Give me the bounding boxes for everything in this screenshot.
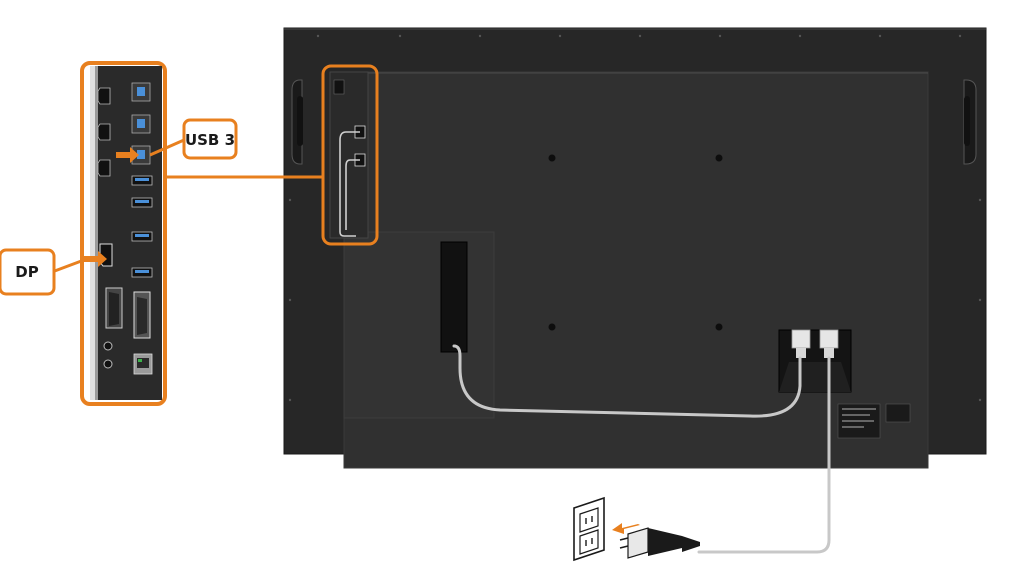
dp-callout: DP	[0, 248, 107, 296]
power-cables	[452, 344, 831, 554]
side-port-highlight	[321, 64, 379, 246]
audio-jacks	[103, 341, 113, 369]
wall-outlet-icon	[573, 496, 605, 562]
usb-upstream-ports	[131, 82, 151, 165]
power-inlet-area	[778, 329, 852, 393]
usb3-label: USB 3	[185, 131, 235, 149]
usb3-callout: USB 3	[116, 118, 238, 163]
port-panel-inset	[80, 61, 167, 406]
cable-slot	[440, 241, 468, 353]
vesa-mount-holes	[548, 154, 723, 331]
monitor-rear	[283, 27, 987, 469]
power-plug-icon	[619, 527, 700, 559]
monitor-side-ports	[329, 71, 369, 239]
left-handle	[291, 79, 303, 165]
hdmi-ports	[97, 87, 111, 177]
rating-label	[837, 403, 911, 439]
right-handle	[963, 79, 977, 165]
ethernet-port	[133, 353, 153, 375]
usb-a-ports	[131, 175, 153, 278]
dp-label: DP	[15, 263, 38, 281]
arrow-right-icon	[612, 523, 640, 534]
vga-ports	[105, 287, 151, 339]
edge-screws	[288, 34, 982, 402]
